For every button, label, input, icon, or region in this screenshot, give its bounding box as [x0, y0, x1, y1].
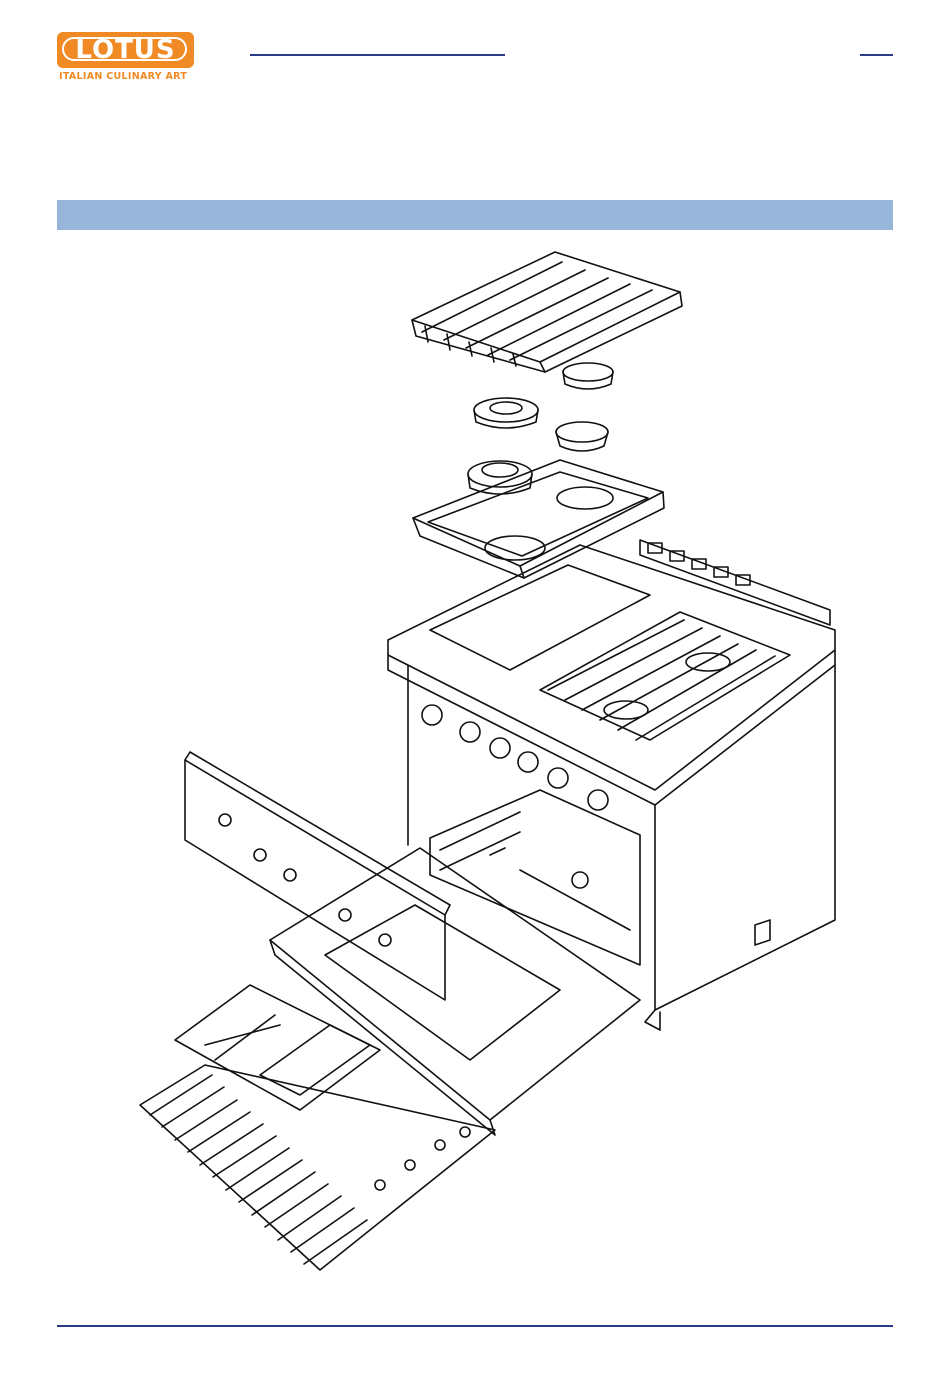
control-panel-strip	[640, 540, 830, 625]
exploded-view-drawing	[130, 240, 850, 1280]
pan-support-grid	[412, 252, 682, 372]
burner-caps	[468, 363, 613, 494]
section-title-bar	[57, 200, 893, 230]
footer-rule	[57, 1325, 893, 1327]
logo-wordmark: LOTUS	[57, 33, 194, 67]
oven-burner-plate	[175, 985, 380, 1110]
logo-tagline: ITALIAN CULINARY ART	[59, 71, 187, 82]
oven-floor-rack	[140, 1065, 495, 1270]
gas-valve-knobs	[422, 705, 608, 810]
front-control-panel	[185, 752, 450, 1000]
header-rule-short	[860, 54, 893, 56]
header-rule	[250, 54, 505, 56]
range-body	[388, 545, 835, 1030]
brand-logo: LOTUS ITALIAN CULINARY ART	[57, 32, 197, 86]
